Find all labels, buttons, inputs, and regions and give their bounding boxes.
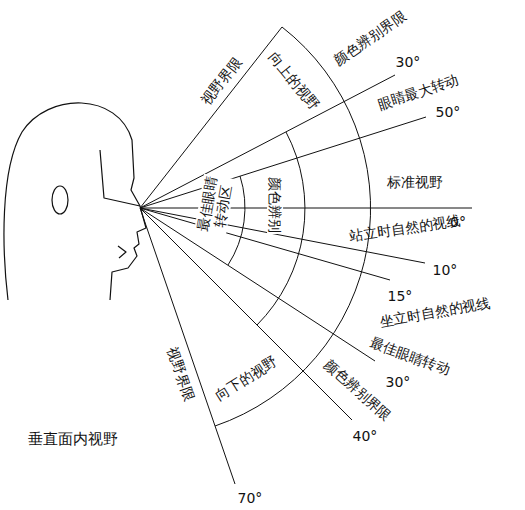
limit-label: 视野界限 — [197, 54, 244, 108]
angle-label: 40° — [353, 428, 378, 444]
sight-lines — [140, 27, 472, 484]
line-label: 标准视野 — [387, 174, 443, 190]
limit-label: 颜色辨别界限 — [321, 356, 394, 424]
zone-arcs — [215, 27, 371, 426]
zone-label: 向下的视野 — [212, 353, 280, 404]
line-label: 站立时自然的视线 — [348, 212, 461, 244]
angle-label: 30° — [386, 374, 411, 390]
angle-label: 10° — [433, 262, 458, 278]
zone-label: 最佳眼睛转动区 — [194, 174, 236, 237]
angle-label: 15° — [388, 288, 413, 304]
zone-label: 颜色辨别 — [267, 176, 283, 234]
zone-label: 向上的视野 — [266, 49, 323, 113]
angle-label: 70° — [238, 490, 263, 506]
head-profile — [4, 103, 146, 300]
angle-label: 50° — [436, 104, 461, 120]
line-label: 最佳眼睛转动 — [368, 334, 452, 378]
figure-title: 垂直面内视野 — [28, 430, 118, 448]
limit-label: 视野界限 — [164, 345, 197, 403]
angle-label: 30° — [396, 54, 421, 70]
